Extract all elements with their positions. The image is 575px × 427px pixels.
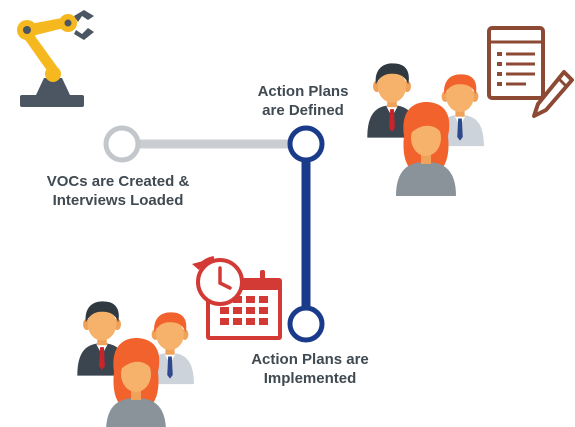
step-label-defined: Action Plans are Defined (238, 82, 368, 120)
step-label-implemented: Action Plans are Implemented (225, 350, 395, 388)
node-vocs (103, 125, 141, 163)
people-group-bottom (77, 301, 194, 427)
robot-arm-icon (17, 10, 94, 107)
step-label-vocs-line1: VOCs are Created & (46, 173, 190, 190)
step-label-vocs: VOCs are Created & Interviews Loaded (28, 172, 208, 210)
step-label-defined-line1: Action Plans (257, 83, 349, 100)
node-defined (287, 125, 325, 163)
step-label-implemented-line1: Action Plans are (251, 351, 369, 368)
document-edit-icon (487, 26, 574, 118)
people-group-top (367, 63, 484, 196)
step-label-implemented-line2: Implemented (263, 370, 357, 387)
step-label-defined-line2: are Defined (262, 102, 344, 119)
node-implemented (287, 305, 325, 343)
step-label-vocs-line2: Interviews Loaded (52, 192, 184, 209)
calendar-clock-icon (192, 256, 282, 340)
